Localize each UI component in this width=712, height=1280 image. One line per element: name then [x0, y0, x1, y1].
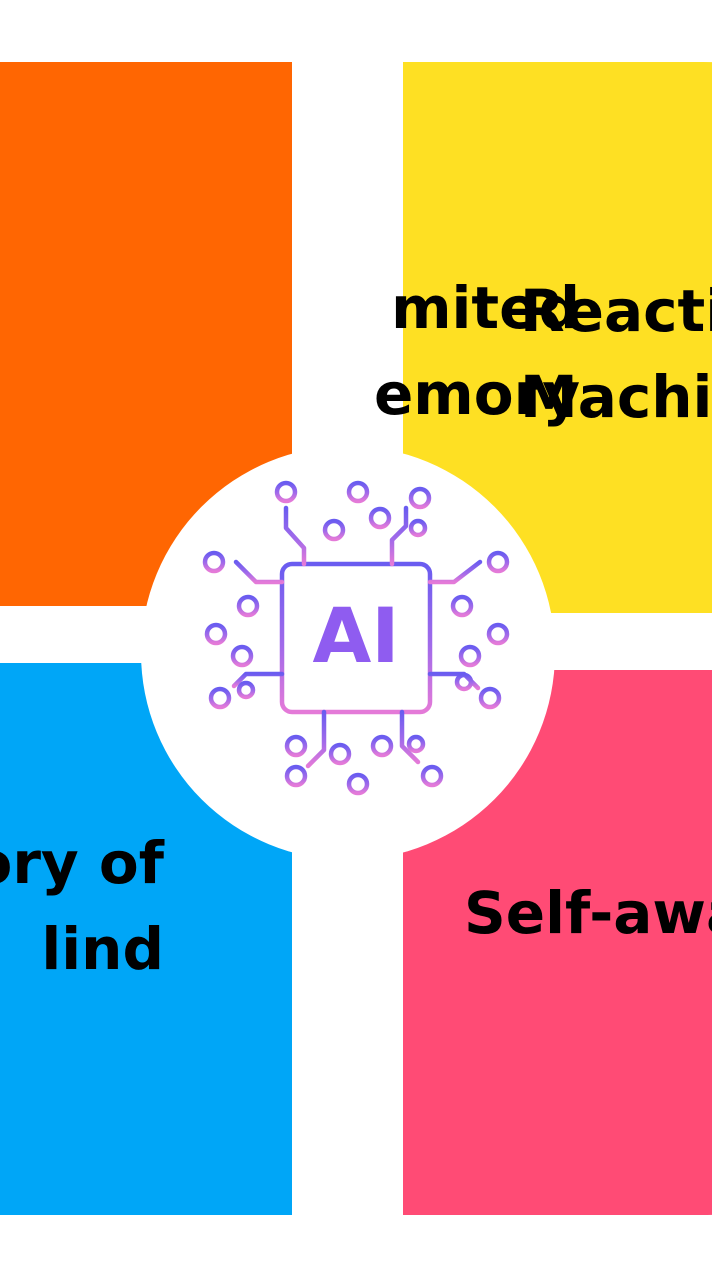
center-circle [141, 446, 555, 860]
label-limited-memory: mited emory [374, 265, 580, 437]
label-self-aware-line1: Self-awa [464, 879, 712, 947]
label-self-aware: Self-awa [464, 870, 712, 956]
circuit-chip-icon [202, 480, 510, 796]
chip-ai-label: AI [312, 591, 400, 680]
label-theory-of-mind-line1: ory of [0, 829, 164, 897]
label-reactive-machines-line1: Reacti [520, 277, 712, 345]
label-theory-of-mind: ory of lind [0, 820, 164, 992]
label-theory-of-mind-line2: lind [41, 915, 164, 983]
label-limited-memory-line2: emory [373, 360, 580, 428]
label-limited-memory-line1: mited [391, 274, 580, 342]
